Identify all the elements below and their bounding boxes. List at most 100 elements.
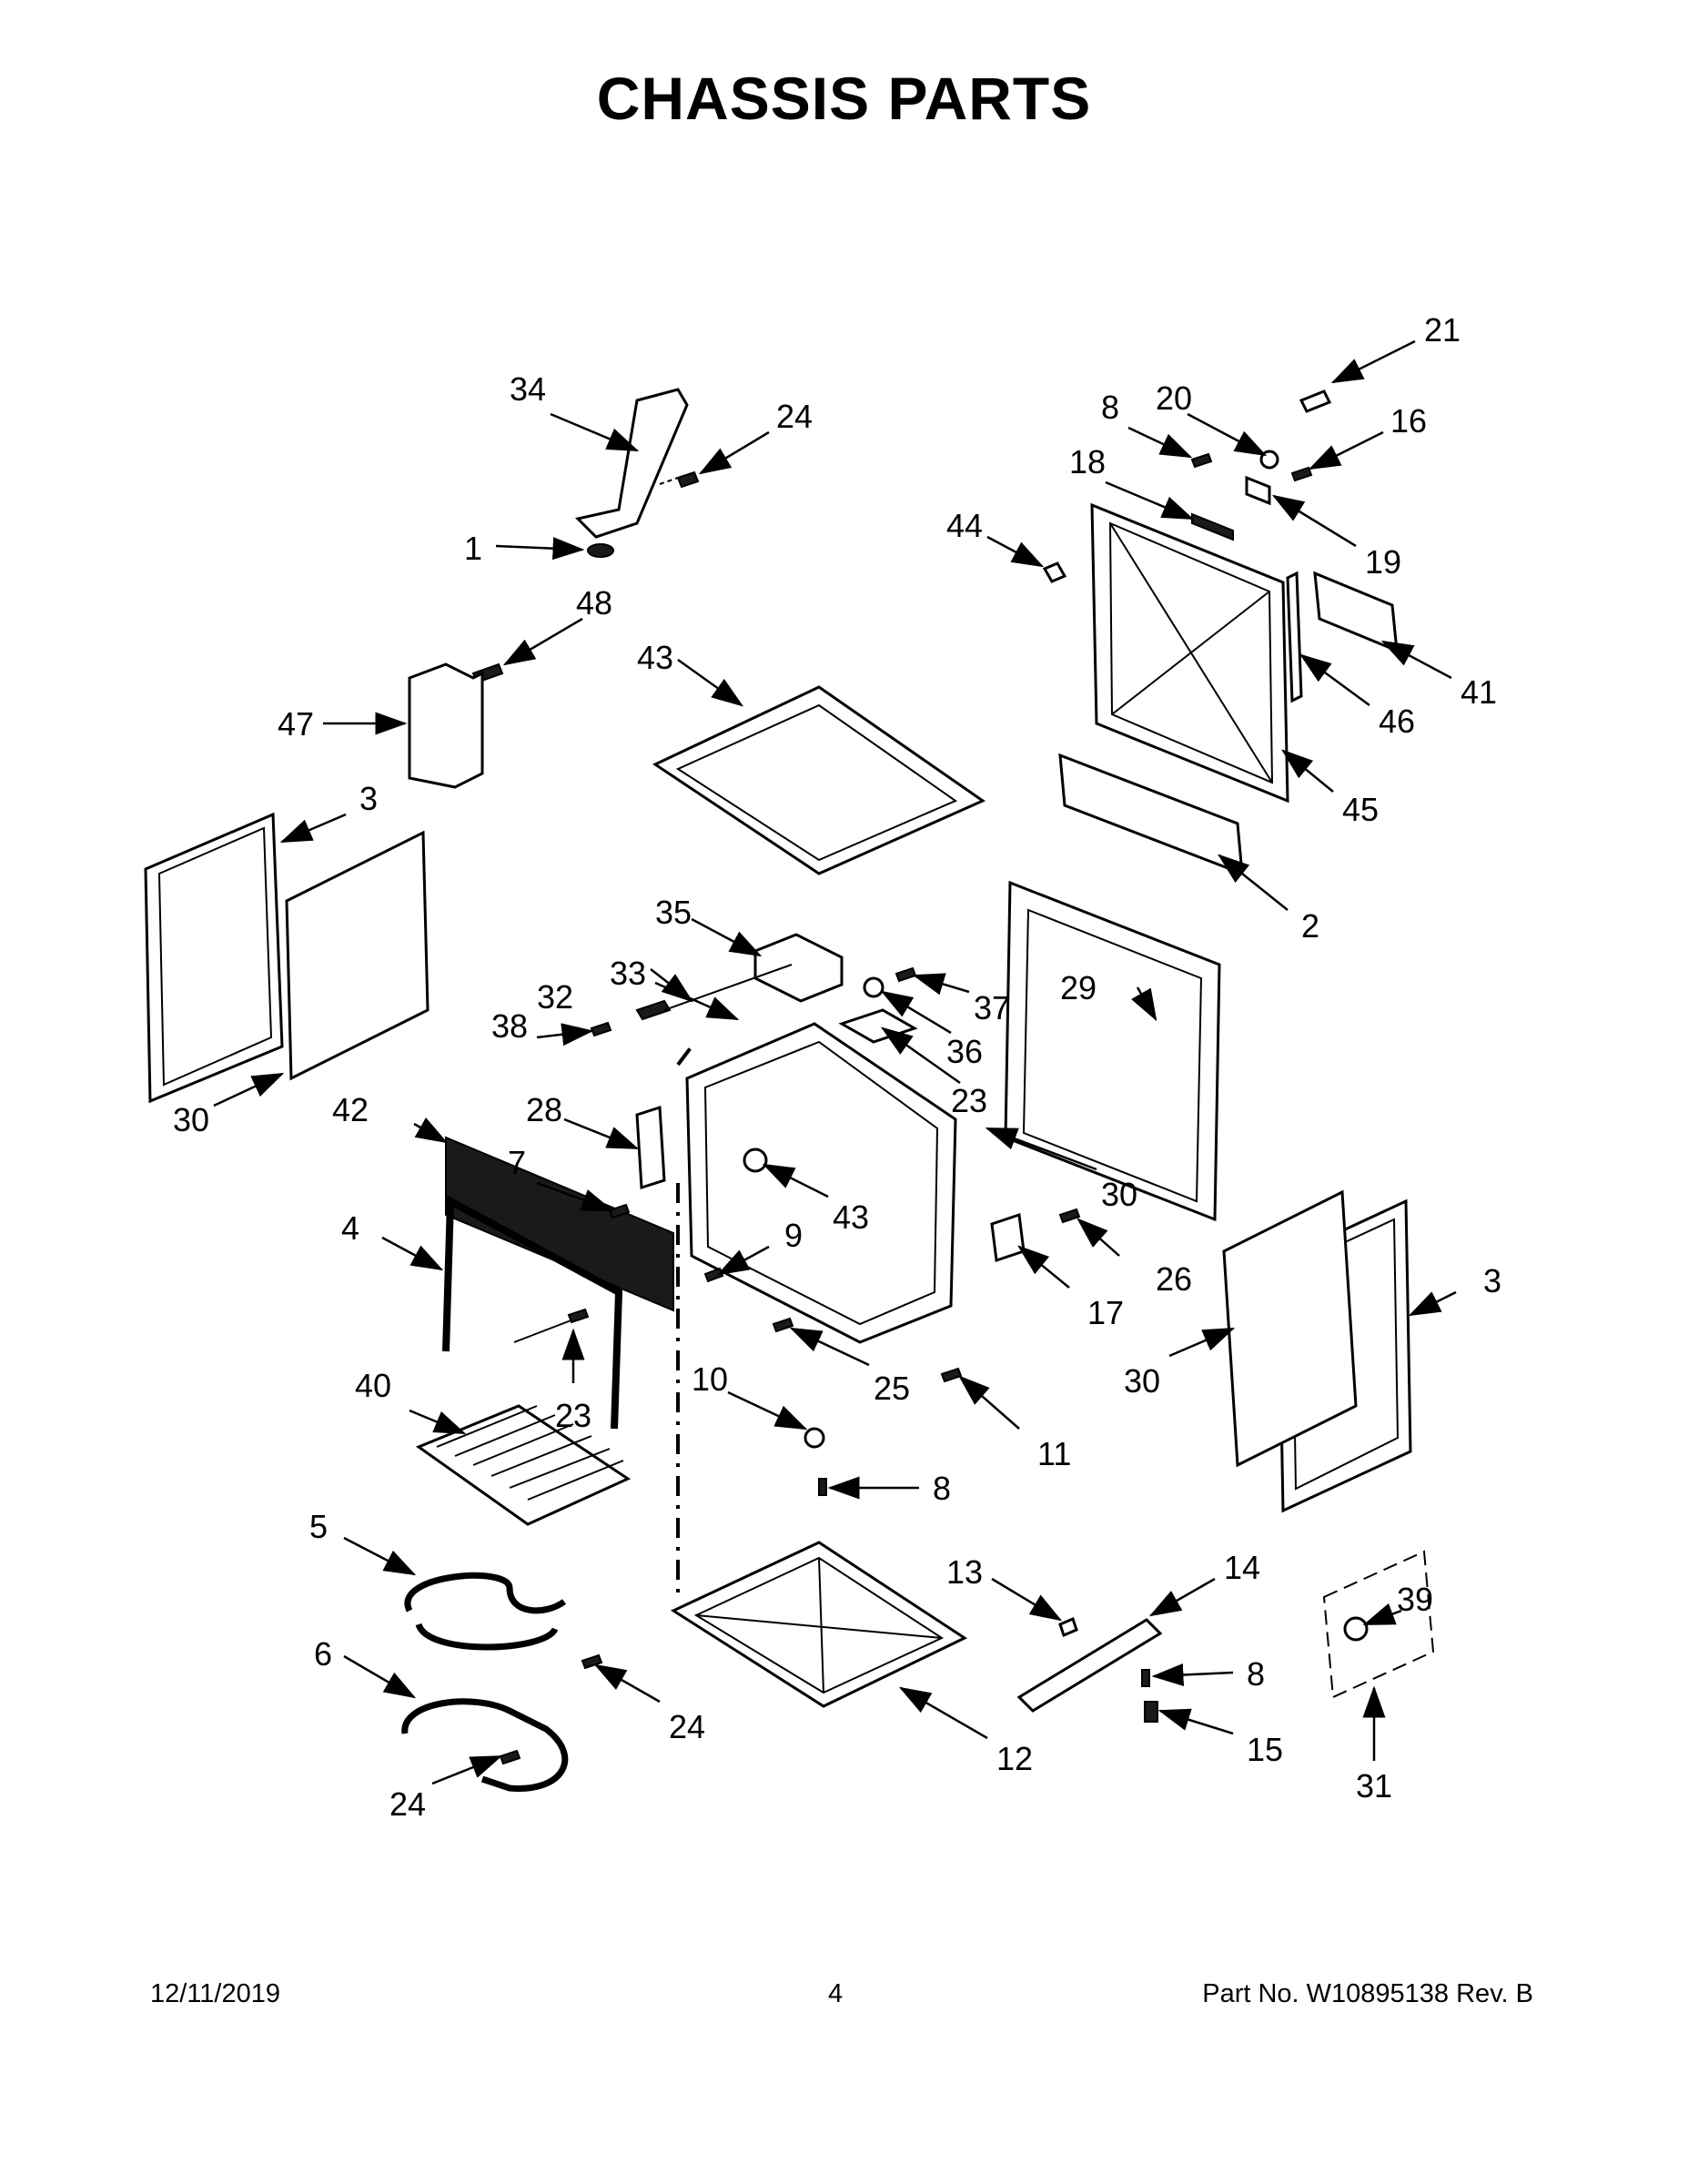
callout-30: 30 xyxy=(173,1101,209,1138)
callout-39: 40 xyxy=(355,1367,391,1404)
gasket-4-graphic xyxy=(442,1195,623,1430)
control-34-graphic xyxy=(753,933,844,1003)
screw-7-graphic xyxy=(608,1203,631,1219)
screw-25-graphic xyxy=(772,1317,794,1333)
kit-31-graphic xyxy=(1322,1550,1435,1699)
callout-17: 17 xyxy=(1087,1294,1124,1331)
bracket-14-graphic xyxy=(1016,1618,1163,1713)
bracket-42-graphic xyxy=(575,388,689,558)
part-13-graphic xyxy=(1058,1616,1078,1638)
strip-47-graphic xyxy=(1286,571,1303,703)
screw-8-top-graphic xyxy=(1190,452,1213,469)
part-17-graphic xyxy=(990,1212,1026,1263)
block-48-graphic xyxy=(408,662,484,789)
screw-16-graphic xyxy=(1290,466,1313,482)
callout-35: 36 xyxy=(946,1033,983,1070)
callout-41: 42 xyxy=(332,1091,369,1128)
callout-42: 34 xyxy=(510,370,546,408)
rear-wall-graphic xyxy=(1004,880,1221,1222)
callout-5: 5 xyxy=(309,1508,328,1545)
screw-8-low-graphic xyxy=(1141,1669,1150,1687)
callout-18: 18 xyxy=(1069,443,1106,480)
callout-28: 29 xyxy=(1060,969,1097,1006)
page-title: CHASSIS PARTS xyxy=(596,65,1092,132)
part-35-graphic xyxy=(863,976,884,998)
screw-11-graphic xyxy=(940,1367,963,1383)
callout-30-right: 30 xyxy=(1124,1362,1160,1400)
callout-7: 7 xyxy=(508,1144,526,1181)
bracket-27-graphic xyxy=(635,1105,666,1190)
insulation-30-left-graphic xyxy=(285,830,430,1081)
screw-9-graphic xyxy=(703,1267,724,1283)
screw-36-graphic xyxy=(895,966,917,983)
bracket-21-graphic xyxy=(1299,389,1332,413)
callout-16: 16 xyxy=(1390,402,1427,440)
side-panel-3-left-graphic xyxy=(144,812,284,1104)
callout-19: 19 xyxy=(1365,543,1401,581)
callout-9: 9 xyxy=(784,1217,803,1254)
callout-22: 23 xyxy=(951,1082,987,1119)
screw-24-bottom-graphic xyxy=(499,1749,521,1765)
callout-34: 35 xyxy=(655,894,692,931)
leveler-15-graphic xyxy=(1144,1701,1158,1723)
callout-14: 14 xyxy=(1224,1549,1260,1586)
sensor-23-graphic xyxy=(513,1319,574,1343)
callout-24-lower: 24 xyxy=(669,1708,705,1745)
callout-21: 21 xyxy=(1424,311,1461,349)
callout-8-low: 8 xyxy=(1247,1655,1265,1693)
callout-23: 23 xyxy=(555,1397,591,1434)
element-5-graphic xyxy=(404,1572,567,1651)
callout-1: 1 xyxy=(464,530,482,567)
callout-47: 46 xyxy=(1379,703,1415,740)
callout-32: 32 xyxy=(537,978,573,1016)
clip-45-graphic xyxy=(1042,561,1067,583)
callout-40: 41 xyxy=(1461,673,1497,711)
callout-26: 26 xyxy=(1156,1260,1192,1298)
insulation-30-right-graphic xyxy=(1222,1189,1358,1468)
footer-part-number: Part No. W10895138 Rev. B xyxy=(1202,1979,1533,2008)
screw-24-top-graphic xyxy=(659,470,700,489)
bracket-19-graphic xyxy=(1245,475,1271,506)
part-43-graphic xyxy=(743,1148,768,1173)
rack-39-graphic xyxy=(415,1404,632,1526)
footer-date: 12/11/2019 xyxy=(150,1979,280,2008)
callout-49: 48 xyxy=(576,584,612,622)
label-40-graphic xyxy=(1313,571,1399,653)
callout-27: 28 xyxy=(526,1091,562,1128)
trim-2-graphic xyxy=(1058,753,1244,876)
bottom-panel-12-graphic xyxy=(670,1541,968,1708)
callout-24: 24 xyxy=(776,398,813,435)
callout-8-mid: 8 xyxy=(933,1470,951,1507)
part-10-graphic xyxy=(804,1427,825,1449)
plate-22-graphic xyxy=(838,1008,918,1044)
callout-31: 31 xyxy=(1356,1767,1392,1805)
callout-20: 20 xyxy=(1156,379,1192,417)
callout-3-right: 3 xyxy=(1483,1262,1501,1299)
callout-24-bottom: 24 xyxy=(389,1785,426,1823)
screw-37-graphic xyxy=(590,1021,612,1037)
callout-8: 8 xyxy=(1101,389,1119,426)
screw-8-mid-graphic xyxy=(818,1478,827,1496)
callout-48: 47 xyxy=(278,705,314,743)
callout-10: 10 xyxy=(692,1360,728,1398)
screw-24-lower-graphic xyxy=(581,1653,603,1670)
callout-36: 37 xyxy=(974,989,1010,1026)
top-panel-44-graphic xyxy=(652,685,986,875)
callout-11: 11 xyxy=(1037,1435,1071,1472)
callout-13: 13 xyxy=(946,1553,983,1591)
callout-37: 38 xyxy=(491,1007,528,1045)
oven-cavity-graphic xyxy=(685,1022,957,1344)
element-6-graphic xyxy=(401,1698,569,1792)
callout-labels: 34 24 1 48 47 3 30 43 44 8 18 20 21 16 1… xyxy=(173,311,1501,1823)
callout-33: 33 xyxy=(610,955,646,992)
callout-15: 15 xyxy=(1247,1731,1283,1768)
rear-panel-46-graphic xyxy=(1090,502,1289,804)
callout-44: 43 xyxy=(637,639,673,676)
callout-45: 44 xyxy=(946,507,983,544)
screw-26-graphic xyxy=(1058,1208,1081,1224)
hinge-18-graphic xyxy=(1191,512,1234,541)
wire-33-graphic xyxy=(663,964,793,1011)
callout-43: 43 xyxy=(833,1198,869,1236)
callout-38: 39 xyxy=(1397,1581,1433,1618)
